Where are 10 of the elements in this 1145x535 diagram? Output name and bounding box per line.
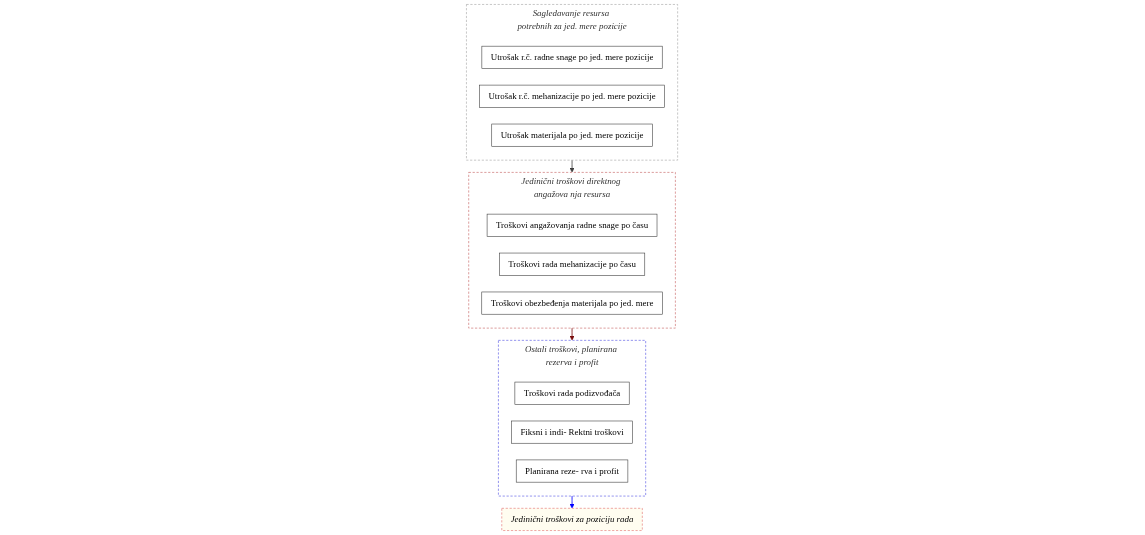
node-box: Troškovi rada podizvođača bbox=[515, 381, 630, 405]
node-box: Utrošak r.č. radne snage po jed. mere pozicije bbox=[482, 45, 663, 69]
node-box: Troškovi rada mehanizacije po času bbox=[499, 252, 646, 276]
node-box: Utrošak materijala po jed. mere pozicije bbox=[491, 123, 654, 147]
node-box: Planirana reze- rva i profit bbox=[516, 459, 629, 483]
node-box: Utrošak r.č. mehanizacije po jed. mere pozicije bbox=[479, 84, 666, 108]
node-box: Troškovi obezbeđenja materijala po jed. mere bbox=[481, 291, 664, 315]
node-box: Troškovi angažovanja radne snage po času bbox=[487, 213, 658, 237]
node-box: Jedinični troškovi za poziciju rada bbox=[501, 508, 644, 531]
node-box: Fiksni i indi- Rektni troškovi bbox=[511, 420, 634, 444]
